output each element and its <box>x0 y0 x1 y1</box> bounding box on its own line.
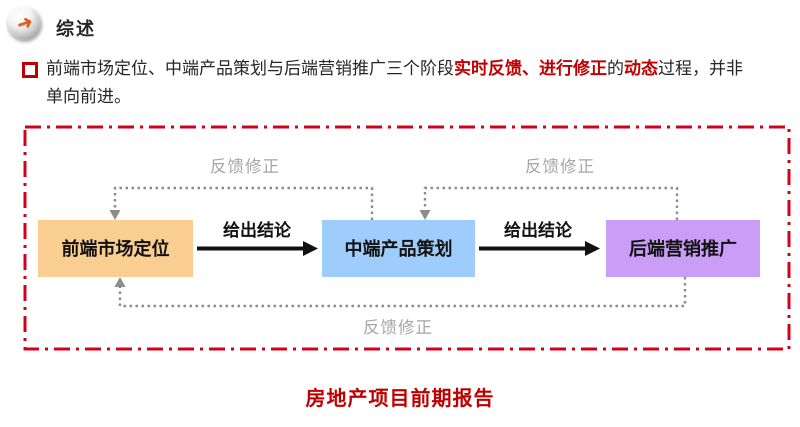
stage-label-mid-product: 中端产品策划 <box>345 238 453 259</box>
feedback-arrowhead-up-icon <box>114 277 126 287</box>
feedback-arrowhead-down-icon <box>419 210 431 220</box>
stage-box-mid-product <box>322 220 475 277</box>
summary-segment-highlight: 实时反馈、进行修正 <box>454 59 607 78</box>
flow-diagram-canvas: 反馈修正 反馈修正 反馈修正 前端市场定位 中端产品策划 后端营销推广 给出结论 <box>23 125 791 351</box>
feedback-label-top-left: 反馈修正 <box>210 157 280 176</box>
summary-segment: 过程，并非 <box>658 59 743 78</box>
stage-label-front-market: 前端市场定位 <box>62 238 170 259</box>
process-diagram: 反馈修正 反馈修正 反馈修正 前端市场定位 中端产品策划 后端营销推广 给出结论 <box>22 124 792 352</box>
forward-arrow-label-2: 给出结论 <box>504 220 573 240</box>
glossy-orb-icon: ➜ <box>8 6 42 40</box>
summary-segment: 的 <box>607 59 624 78</box>
summary-segment: 单向前进。 <box>46 87 131 106</box>
summary-paragraph: 前端市场定位、中端产品策划与后端营销推广三个阶段实时反馈、进行修正的动态过程，并… <box>46 55 776 111</box>
footer-report-title: 房地产项目前期报告 <box>305 388 495 410</box>
stage-box-back-marketing <box>606 220 760 277</box>
diagram-frame-border <box>23 125 791 351</box>
orange-arrow-icon: ➜ <box>14 10 36 36</box>
red-square-bullet-icon <box>22 62 38 78</box>
feedback-loop-stage3-to-stage2 <box>423 186 679 220</box>
page-title: 综述 <box>56 19 96 39</box>
feedback-label-bottom: 反馈修正 <box>363 318 433 337</box>
summary-segment: 前端市场定位、中端产品策划与后端营销推广三个阶段 <box>46 59 454 78</box>
feedback-loop-stage3-to-stage1 <box>118 277 687 308</box>
stage-label-back-marketing: 后端营销推广 <box>629 238 737 259</box>
forward-arrowhead-icon <box>585 241 600 256</box>
summary-segment-highlight: 动态 <box>624 59 658 78</box>
feedback-label-top-right: 反馈修正 <box>525 157 595 176</box>
forward-arrow-label-1: 给出结论 <box>223 220 292 240</box>
feedback-loop-stage2-to-stage1 <box>113 186 374 220</box>
forward-arrowhead-icon <box>303 241 318 256</box>
feedback-arrowhead-down-icon <box>109 210 121 220</box>
stage-box-front-market <box>38 220 193 277</box>
